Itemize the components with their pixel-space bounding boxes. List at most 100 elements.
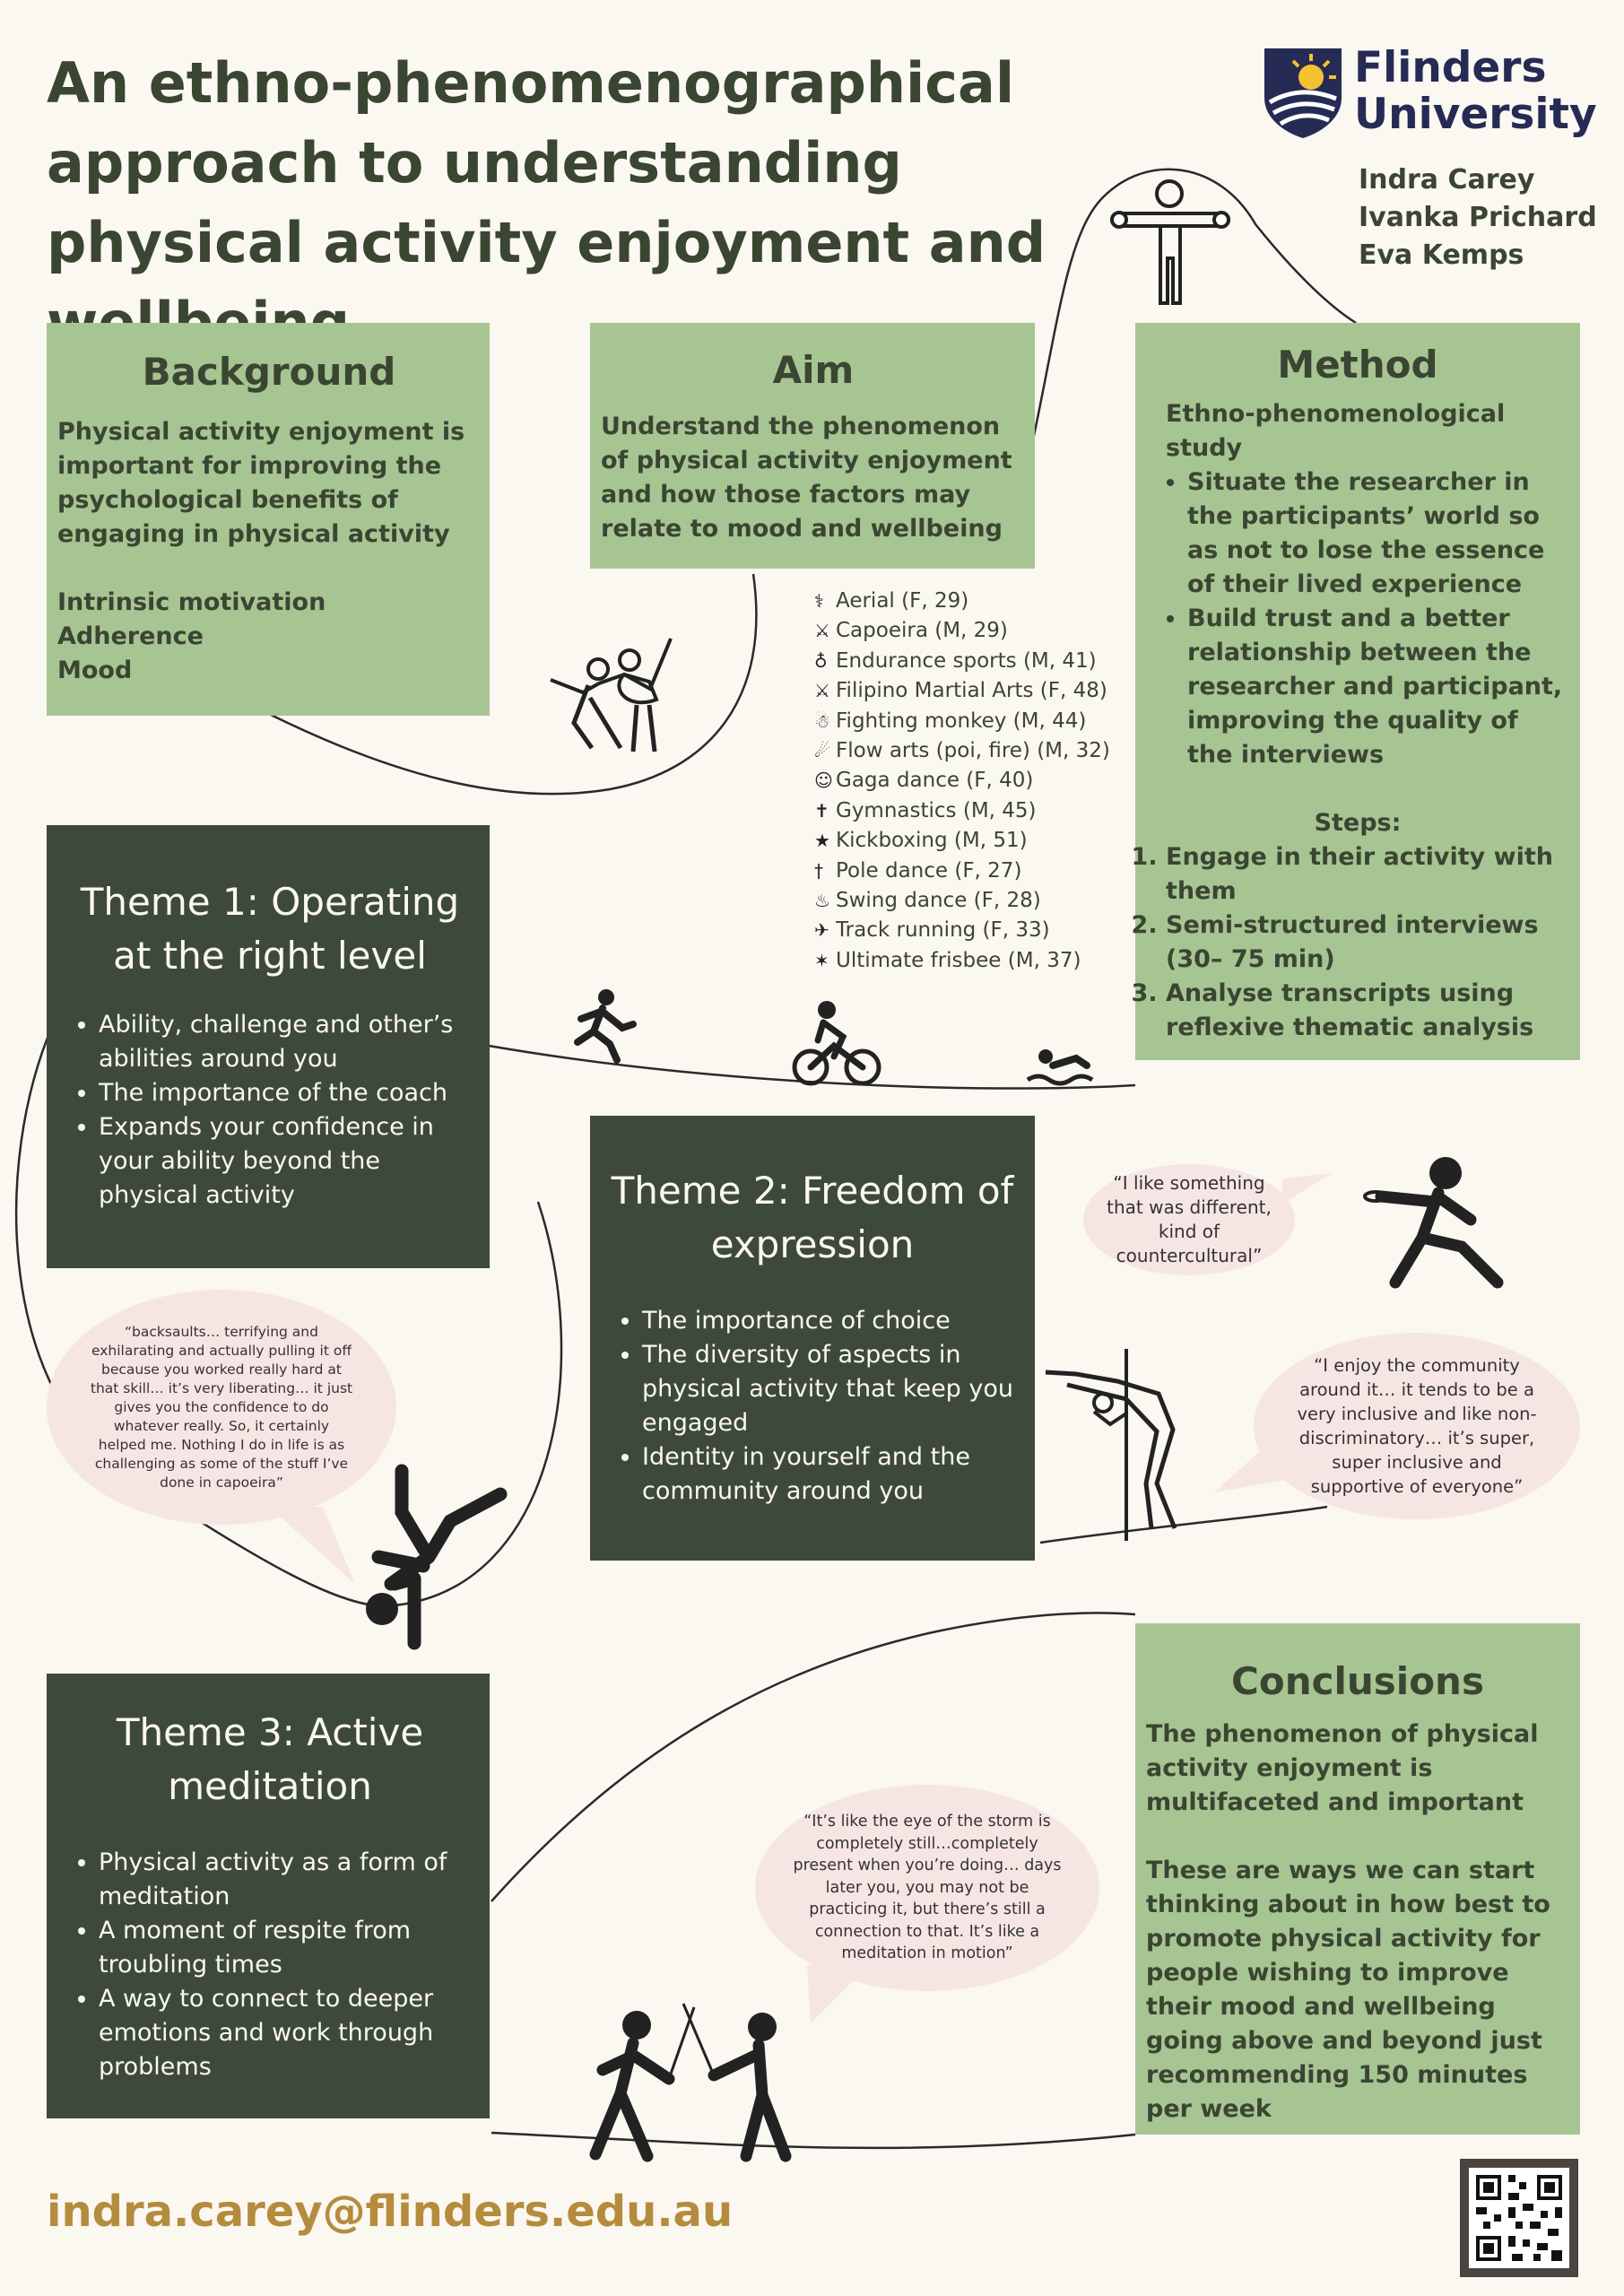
- speech-tail: [807, 1964, 861, 2023]
- conclusions-text-1: The phenomenon of physical activity enjo…: [1146, 1720, 1539, 1816]
- activity-label: Ultimate frisbee (M, 37): [836, 948, 1081, 972]
- activity-item: ⚔ Filipino Martial Arts (F, 48): [814, 676, 1110, 706]
- qr-code-icon: [1476, 2175, 1562, 2261]
- background-item: Mood: [57, 657, 133, 684]
- activity-label: Capoeira (M, 29): [836, 619, 1008, 643]
- swing-dance-icon: ♨: [814, 890, 830, 912]
- capoeira-figure: [366, 1464, 508, 1650]
- background-item: Adherence: [57, 622, 204, 650]
- author-name: Indra Carey: [1359, 164, 1535, 196]
- cyclist-figure: [792, 1001, 881, 1086]
- method-panel: Method Ethno-phenomenological study Situ…: [1135, 323, 1580, 1060]
- theme2-bullet: Identity in yourself and the community a…: [642, 1440, 1017, 1509]
- gymnast-figure: [1110, 179, 1230, 305]
- method-step: Analyse transcripts using reflexive them…: [1166, 977, 1568, 1045]
- activity-item: ★ Kickboxing (M, 51): [814, 826, 1110, 856]
- activity-item: ☃ Fighting monkey (M, 44): [814, 707, 1110, 736]
- activity-label: Filipino Martial Arts (F, 48): [836, 679, 1107, 703]
- quote-bubble-countercultural: “I like something that was different, ki…: [1083, 1164, 1295, 1275]
- theme2-bullet: The importance of choice: [642, 1304, 1017, 1338]
- method-bullets: Situate the researcher in the participan…: [1168, 465, 1568, 772]
- pole-dancer-figure: [1045, 1349, 1177, 1541]
- background-list: Intrinsic motivation Adherence Mood: [57, 586, 481, 688]
- poster-title: An ethno-phenomenographical approach to …: [47, 50, 1046, 355]
- theme2-bullets: The importance of choice The diversity o…: [621, 1304, 1017, 1509]
- gymnastics-icon: ✝: [814, 799, 829, 822]
- activity-item: ⚔ Capoeira (M, 29): [814, 616, 1110, 646]
- fencers-figure: [589, 2003, 792, 2162]
- flinders-shield-icon: [1264, 48, 1342, 138]
- method-bullet: Situate the researcher in the participan…: [1187, 465, 1568, 602]
- activity-item: ✝ Gymnastics (M, 45): [814, 796, 1110, 826]
- martial-arts-icon: ⚔: [814, 680, 830, 702]
- aerial-icon: ⚕: [814, 590, 824, 612]
- theme3-bullet: Physical activity as a form of meditatio…: [99, 1846, 472, 1914]
- theme1-bullet: Ability, challenge and other’s abilities…: [99, 1008, 472, 1076]
- theme3-bullet: A moment of respite from troubling times: [99, 1914, 472, 1982]
- quote-bubble-community: “I enjoy the community around it… it ten…: [1254, 1333, 1580, 1519]
- activity-item: ⚕Aerial (F, 29): [814, 587, 1110, 616]
- theme3-panel: Theme 3: Active meditation Physical acti…: [47, 1674, 490, 2118]
- conclusions-panel: Conclusions The phenomenon of physical a…: [1135, 1623, 1580, 2135]
- activity-label: Fighting monkey (M, 44): [836, 709, 1087, 733]
- dancers-figure: [550, 638, 673, 752]
- theme1-bullet: The importance of the coach: [99, 1076, 472, 1110]
- activity-item: †Pole dance (F, 27): [814, 857, 1110, 886]
- activity-label: Swing dance (F, 28): [836, 889, 1041, 913]
- swimmer-figure: [1026, 1049, 1094, 1086]
- author-name: Eva Kemps: [1359, 239, 1524, 271]
- activity-item: ☄ Flow arts (poi, fire) (M, 32): [814, 736, 1110, 766]
- frisbee-player-figure: [1363, 1157, 1504, 1289]
- aim-text: Understand the phenomenon of physical ac…: [601, 413, 1012, 543]
- activity-label: Track running (F, 33): [836, 918, 1050, 943]
- speech-tail: [269, 1507, 355, 1584]
- quote-bubble-storm: “It’s like the eye of the storm is compl…: [755, 1785, 1099, 1991]
- background-item: Intrinsic motivation: [57, 588, 326, 616]
- author-name: Ivanka Prichard: [1359, 202, 1597, 233]
- participant-activity-list: ⚕Aerial (F, 29) ⚔ Capoeira (M, 29) ♁Enduran…: [814, 587, 1110, 976]
- conclusions-heading: Conclusions: [1231, 1659, 1484, 1703]
- background-text: Physical activity enjoyment is important…: [57, 418, 465, 548]
- contact-email[interactable]: indra.carey@flinders.edu.au: [47, 2187, 734, 2237]
- flow-arts-icon: ☄: [814, 740, 830, 762]
- activity-item: ♁Endurance sports (M, 41): [814, 647, 1110, 676]
- activity-label: Kickboxing (M, 51): [836, 829, 1028, 853]
- method-heading: Method: [1277, 343, 1438, 387]
- activity-item: ✈ Track running (F, 33): [814, 916, 1110, 945]
- theme1-bullets: Ability, challenge and other’s abilities…: [68, 1008, 472, 1213]
- speech-tail: [1282, 1173, 1333, 1204]
- runner-figure: [574, 989, 637, 1064]
- university-name: Flinders University: [1354, 43, 1597, 139]
- theme3-heading: Theme 3: Active meditation: [116, 1710, 424, 1808]
- aim-heading: Aim: [772, 348, 855, 392]
- activity-label: Gymnastics (M, 45): [836, 798, 1037, 822]
- method-bullet: Build trust and a better relationship be…: [1187, 602, 1568, 772]
- method-subheading: Ethno-phenomenological study: [1166, 400, 1506, 462]
- theme1-panel: Theme 1: Operating at the right level Ab…: [47, 825, 490, 1268]
- activity-label: Flow arts (poi, fire) (M, 32): [836, 739, 1110, 763]
- fighting-monkey-icon: ☃: [814, 709, 830, 732]
- running-icon: ✈: [814, 919, 829, 942]
- qr-code[interactable]: [1460, 2159, 1578, 2277]
- frisbee-icon: ✶: [814, 949, 829, 971]
- author-list: Indra Carey Ivanka Prichard Eva Kemps: [1359, 161, 1597, 274]
- activity-item: ♨ Swing dance (F, 28): [814, 886, 1110, 916]
- aim-panel: Aim Understand the phenomenon of physica…: [590, 323, 1035, 569]
- conclusions-text-2: These are ways we can start thinking abo…: [1146, 1857, 1550, 2123]
- theme2-bullet: The diversity of aspects in physical act…: [642, 1338, 1017, 1440]
- theme2-panel: Theme 2: Freedom of expression The impor…: [590, 1116, 1035, 1561]
- background-heading: Background: [142, 350, 396, 394]
- method-steps: Engage in their activity with them Semi-…: [1144, 840, 1568, 1045]
- theme1-bullet: Expands your confidence in your ability …: [99, 1110, 472, 1213]
- activity-item: ☺Gaga dance (F, 40): [814, 766, 1110, 796]
- theme3-bullet: A way to connect to deeper emotions and …: [99, 1982, 472, 2084]
- kickboxing-icon: ★: [814, 830, 830, 852]
- theme2-heading: Theme 2: Freedom of expression: [611, 1169, 1014, 1266]
- activity-label: Gaga dance (F, 40): [836, 769, 1034, 793]
- capoeira-icon: ⚔: [814, 620, 830, 642]
- background-panel: Background Physical activity enjoyment i…: [47, 323, 490, 716]
- pole-dance-icon: †: [814, 859, 823, 882]
- activity-label: Endurance sports (M, 41): [836, 648, 1097, 673]
- method-step: Engage in their activity with them: [1166, 840, 1568, 909]
